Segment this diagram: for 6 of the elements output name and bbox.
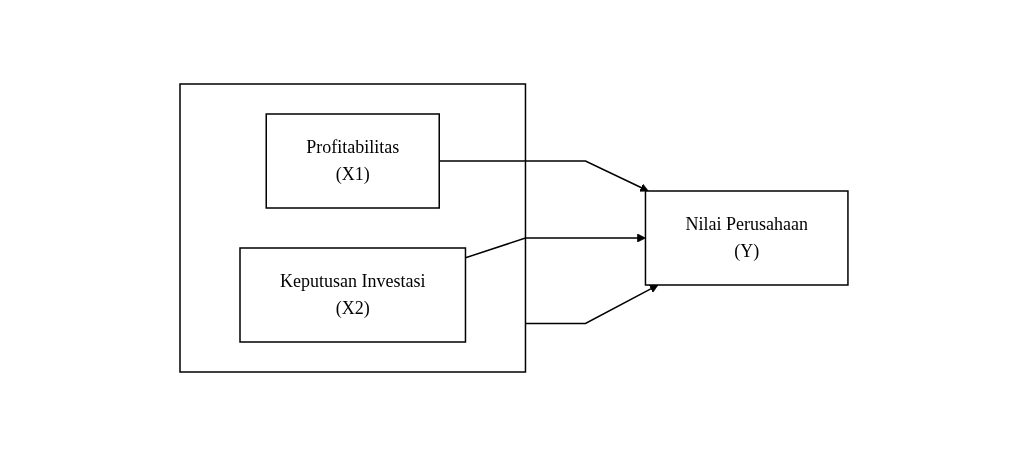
node-box: Nilai Perusahaan (Y) [644,190,849,286]
arrow [524,284,658,325]
cluster [178,83,526,373]
node-box: Profitabilitas (X1) [265,113,440,209]
arrow [438,160,649,192]
node-box: Keputusan Investasi (X2) [238,247,466,343]
